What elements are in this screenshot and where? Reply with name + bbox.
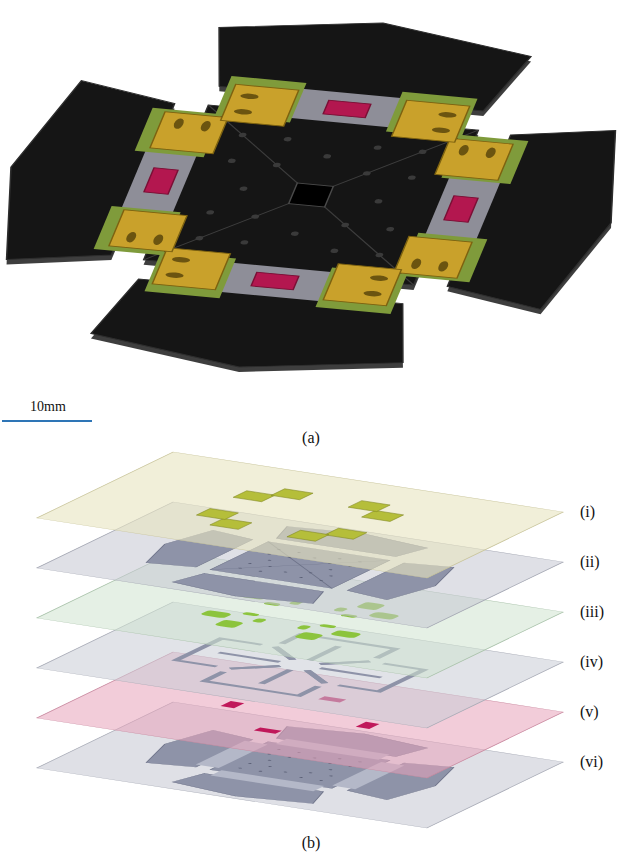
- center-opening: [289, 183, 334, 207]
- assembled-device: [0, 0, 623, 400]
- pad-set: [145, 247, 409, 314]
- pad-set: [393, 134, 529, 282]
- pad-set: [94, 108, 230, 256]
- panel-label: (b): [302, 834, 321, 852]
- panel-label: (a): [302, 429, 320, 447]
- layer-number: (i): [580, 503, 595, 521]
- scale-label: 10mm: [30, 399, 66, 414]
- black-plate: [0, 0, 623, 395]
- layer-number: (iii): [580, 603, 604, 621]
- layer-number: (vi): [580, 753, 603, 771]
- plate-hole: [195, 133, 428, 258]
- pad-set: [213, 76, 477, 143]
- layer-i: [37, 452, 563, 578]
- scale-bar: [2, 420, 92, 422]
- layer-number: (v): [580, 703, 599, 721]
- layer-number: (ii): [580, 553, 600, 571]
- layer-number: (iv): [580, 653, 603, 671]
